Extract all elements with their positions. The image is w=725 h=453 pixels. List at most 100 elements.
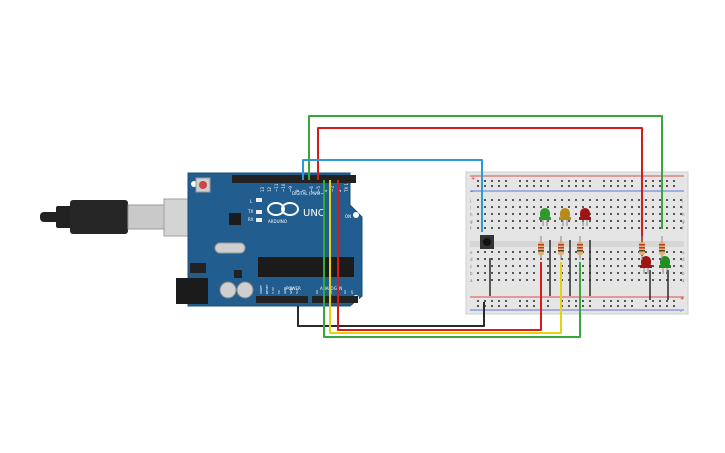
terminal-hole[interactable] [589, 199, 591, 201]
rail-hole[interactable] [575, 185, 577, 187]
terminal-hole[interactable] [512, 199, 514, 201]
terminal-hole[interactable] [477, 220, 479, 222]
terminal-hole[interactable] [491, 258, 493, 260]
terminal-hole[interactable] [652, 265, 654, 267]
rail-hole[interactable] [540, 185, 542, 187]
terminal-hole[interactable] [645, 206, 647, 208]
terminal-hole[interactable] [561, 227, 563, 229]
rail-hole[interactable] [582, 185, 584, 187]
terminal-hole[interactable] [673, 227, 675, 229]
terminal-hole[interactable] [533, 279, 535, 281]
rail-hole[interactable] [617, 305, 619, 307]
terminal-hole[interactable] [666, 227, 668, 229]
terminal-hole[interactable] [673, 272, 675, 274]
terminal-hole[interactable] [617, 199, 619, 201]
terminal-hole[interactable] [638, 206, 640, 208]
terminal-hole[interactable] [582, 272, 584, 274]
terminal-hole[interactable] [540, 206, 542, 208]
terminal-hole[interactable] [680, 279, 682, 281]
terminal-hole[interactable] [484, 199, 486, 201]
terminal-hole[interactable] [603, 199, 605, 201]
terminal-hole[interactable] [582, 199, 584, 201]
terminal-hole[interactable] [680, 258, 682, 260]
terminal-hole[interactable] [645, 227, 647, 229]
terminal-hole[interactable] [645, 213, 647, 215]
terminal-hole[interactable] [491, 272, 493, 274]
terminal-hole[interactable] [533, 227, 535, 229]
rail-hole[interactable] [624, 185, 626, 187]
rail-hole[interactable] [498, 185, 500, 187]
leds[interactable] [539, 208, 671, 274]
rail-hole[interactable] [547, 305, 549, 307]
arduino-uno-board[interactable]: UNO ARDUINO DIGITAL (PWM~) POWER ANALOG … [176, 172, 363, 307]
terminal-hole[interactable] [666, 279, 668, 281]
terminal-hole[interactable] [617, 258, 619, 260]
rail-hole[interactable] [652, 185, 654, 187]
rail-hole[interactable] [673, 185, 675, 187]
rail-hole[interactable] [526, 180, 528, 182]
rail-hole[interactable] [659, 305, 661, 307]
terminal-hole[interactable] [610, 258, 612, 260]
terminal-hole[interactable] [624, 199, 626, 201]
rail-hole[interactable] [533, 185, 535, 187]
terminal-hole[interactable] [617, 206, 619, 208]
terminal-hole[interactable] [631, 272, 633, 274]
analog-header[interactable] [312, 296, 358, 303]
rail-hole[interactable] [652, 180, 654, 182]
resistor[interactable] [659, 236, 665, 260]
terminal-hole[interactable] [519, 279, 521, 281]
terminal-hole[interactable] [519, 265, 521, 267]
terminal-hole[interactable] [498, 272, 500, 274]
terminal-hole[interactable] [554, 206, 556, 208]
terminal-hole[interactable] [519, 227, 521, 229]
breadboard-components[interactable] [480, 235, 669, 300]
rail-hole[interactable] [484, 180, 486, 182]
terminal-hole[interactable] [484, 251, 486, 253]
terminal-hole[interactable] [512, 265, 514, 267]
terminal-hole[interactable] [673, 220, 675, 222]
terminal-hole[interactable] [589, 206, 591, 208]
terminal-hole[interactable] [575, 272, 577, 274]
terminal-hole[interactable] [582, 258, 584, 260]
terminal-hole[interactable] [603, 279, 605, 281]
rail-hole[interactable] [519, 185, 521, 187]
terminal-hole[interactable] [617, 279, 619, 281]
rail-hole[interactable] [610, 305, 612, 307]
terminal-hole[interactable] [484, 258, 486, 260]
terminal-hole[interactable] [554, 251, 556, 253]
terminal-hole[interactable] [512, 220, 514, 222]
wire-blue[interactable] [302, 159, 483, 232]
terminal-hole[interactable] [659, 206, 661, 208]
terminal-hole[interactable] [484, 227, 486, 229]
terminal-hole[interactable] [631, 279, 633, 281]
resistor[interactable] [577, 236, 583, 260]
terminal-hole[interactable] [561, 258, 563, 260]
terminal-hole[interactable] [659, 199, 661, 201]
led[interactable] [640, 256, 652, 274]
terminal-hole[interactable] [645, 279, 647, 281]
rail-hole[interactable] [477, 185, 479, 187]
terminal-hole[interactable] [638, 199, 640, 201]
terminal-hole[interactable] [638, 279, 640, 281]
terminal-hole[interactable] [596, 227, 598, 229]
terminal-hole[interactable] [505, 279, 507, 281]
terminal-hole[interactable] [533, 199, 535, 201]
terminal-hole[interactable] [505, 220, 507, 222]
rail-hole[interactable] [645, 305, 647, 307]
rail-hole[interactable] [561, 185, 563, 187]
terminal-hole[interactable] [477, 258, 479, 260]
terminal-hole[interactable] [540, 199, 542, 201]
terminal-hole[interactable] [505, 272, 507, 274]
terminal-hole[interactable] [526, 251, 528, 253]
power-header[interactable] [256, 296, 308, 303]
terminal-hole[interactable] [498, 227, 500, 229]
rail-hole[interactable] [491, 305, 493, 307]
terminal-hole[interactable] [547, 199, 549, 201]
terminal-hole[interactable] [610, 265, 612, 267]
terminal-hole[interactable] [526, 258, 528, 260]
terminal-hole[interactable] [484, 220, 486, 222]
terminal-hole[interactable] [554, 279, 556, 281]
terminal-hole[interactable] [610, 213, 612, 215]
terminal-hole[interactable] [603, 206, 605, 208]
